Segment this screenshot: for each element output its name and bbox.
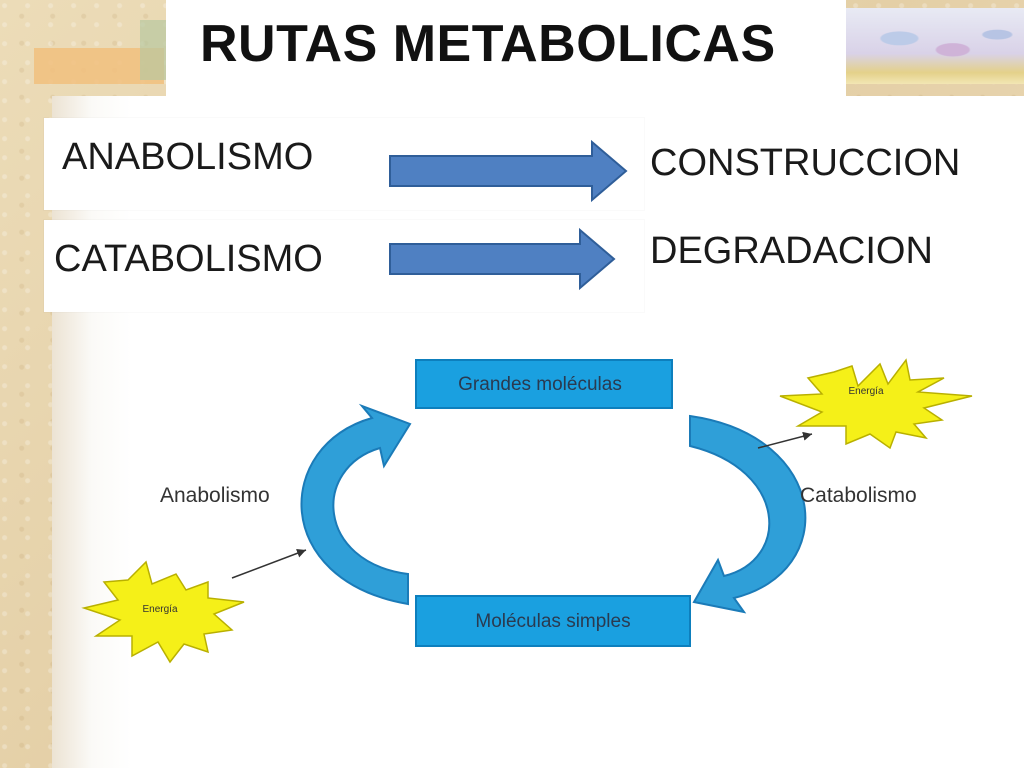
degradacion-meaning: DEGRADACION [650,230,933,272]
energy-label-left: Energía [142,604,177,615]
energy-label-right: Energía [848,386,883,397]
decorative-image [846,8,1024,84]
construccion-meaning: CONSTRUCCION [650,142,961,184]
anabolismo-term: ANABOLISMO [62,136,314,178]
moleculas-simples-box [415,595,691,647]
energy-burst-right [779,358,973,450]
moleculas-simples-label: Moléculas simples [475,611,630,632]
grandes-moleculas-label: Grandes moléculas [458,374,622,395]
decorative-strip-small [140,20,168,80]
grandes-moleculas-box [415,359,673,409]
title-box [166,0,846,96]
page-title: RUTAS METABOLICAS [200,15,776,73]
energy-burst-left [81,560,245,664]
catabolismo-term: CATABOLISMO [54,238,323,280]
definition-arrow-2 [389,227,616,291]
catabolism-cycle-arrow [689,414,807,614]
energy-output-arrow [757,431,813,449]
anabolismo-cycle-label: Anabolismo [160,484,270,507]
definition-arrow-1 [389,139,628,203]
energy-input-arrow [231,548,307,579]
catabolismo-cycle-label: Catabolismo [800,484,917,507]
anabolism-cycle-arrow [300,403,412,606]
